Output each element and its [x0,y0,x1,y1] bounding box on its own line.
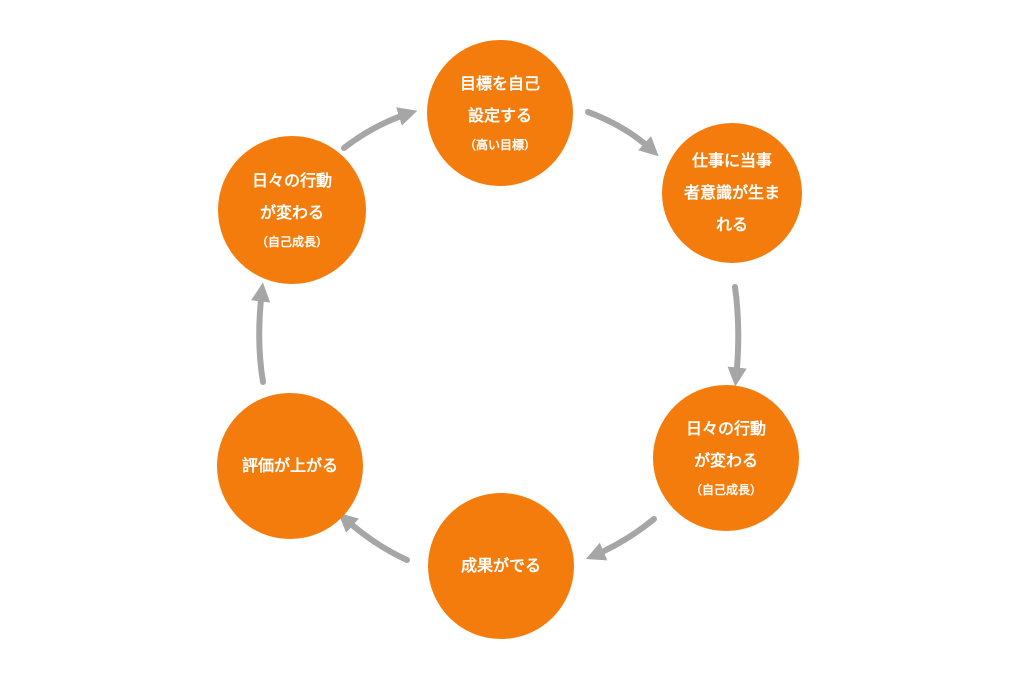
node-subtext: （高い目標） [463,138,536,152]
cycle-node-results: 成果がでる [428,493,574,639]
node-text-line: が変わる [693,451,758,470]
node-text-line: 日々の行動 [251,171,332,190]
node-text-line: 成果がでる [460,556,541,575]
curved-arrow-icon [341,107,418,151]
node-text-line: れる [715,215,748,234]
node-text-line: 日々の行動 [685,419,766,438]
node-subtext: （自己成長） [689,483,762,497]
node-text-line: 評価が上がる [241,456,338,475]
curved-arrow-icon [727,284,747,387]
node-text-line: が変わる [259,203,324,222]
cycle-node-daily-actions-left: 日々の行動 が変わる （自己成長） [218,136,366,284]
node-text-line: 設定する [467,106,532,125]
curved-arrow-icon [585,516,657,561]
curved-arrow-icon [251,282,271,385]
node-text-line: 目標を自己 [459,74,540,93]
node-text-line: 仕事に当事 [691,151,772,170]
cycle-node-ownership: 仕事に当事 者意識が生ま れる [662,123,802,263]
curved-arrow-icon [585,109,659,157]
node-text-line: 者意識が生ま [683,183,780,202]
cycle-node-set-goals: 目標を自己 設定する （高い目標） [427,40,573,186]
node-subtext: （自己成長） [255,235,328,249]
curved-arrow-icon [338,512,410,563]
cycle-node-daily-actions-right: 日々の行動 が変わる （自己成長） [653,385,799,531]
cycle-node-evaluation: 評価が上がる [217,393,363,539]
